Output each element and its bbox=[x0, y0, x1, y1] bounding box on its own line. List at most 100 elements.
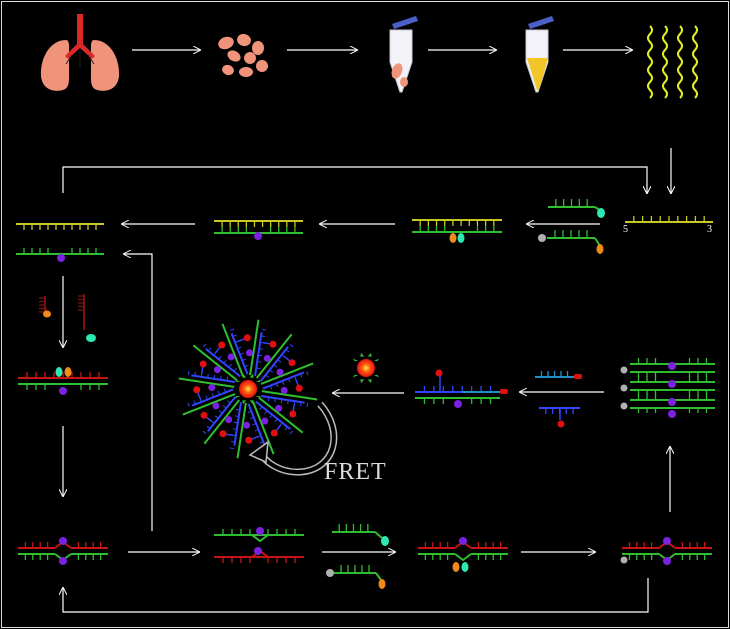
rna-strand bbox=[677, 25, 683, 99]
ligand-spike bbox=[242, 400, 247, 405]
aqua-fluorophore bbox=[461, 562, 469, 572]
arm-blue bbox=[205, 348, 241, 378]
red-dye bbox=[199, 360, 207, 368]
purple-nucleotide bbox=[668, 410, 676, 418]
grey-cap bbox=[538, 234, 546, 242]
red-dye bbox=[435, 369, 443, 377]
dye-stem bbox=[251, 435, 259, 440]
arm-blue bbox=[230, 332, 249, 375]
aqua-fluorophore bbox=[86, 334, 96, 342]
tissue-fragment bbox=[252, 41, 264, 55]
arm-tick bbox=[274, 418, 278, 423]
purple-nucleotide bbox=[213, 366, 221, 374]
purple-nucleotide bbox=[59, 387, 67, 395]
quantum-dot-icon bbox=[353, 352, 379, 384]
purple-nucleotide bbox=[256, 527, 264, 535]
grey-cap bbox=[620, 556, 628, 564]
dye-stem bbox=[205, 416, 213, 423]
aqua-fluorophore bbox=[597, 208, 605, 218]
arm-tick bbox=[234, 415, 239, 417]
arm-tick bbox=[264, 410, 268, 415]
grey-cap bbox=[620, 402, 628, 410]
arm-blue bbox=[254, 332, 263, 377]
purple-nucleotide bbox=[280, 386, 288, 394]
bronchi bbox=[65, 48, 95, 68]
arm-tick bbox=[206, 425, 211, 429]
fret-nanoassembly-icon bbox=[178, 319, 318, 459]
lysate-tube-icon bbox=[525, 16, 554, 93]
hybridised-complex bbox=[412, 219, 502, 243]
ligand-spike bbox=[373, 358, 379, 361]
ligand-spike bbox=[353, 358, 359, 361]
trachea bbox=[65, 14, 95, 59]
ligand-spike bbox=[255, 379, 261, 382]
purple-nucleotide bbox=[208, 384, 216, 392]
probe-pair bbox=[538, 199, 605, 254]
signal-duplex bbox=[415, 369, 508, 408]
tube-cap bbox=[528, 16, 554, 29]
grey-cap bbox=[620, 366, 628, 374]
arm-tick bbox=[242, 358, 247, 362]
aqua-fluorophore bbox=[381, 536, 389, 546]
ligand-spike bbox=[235, 396, 241, 399]
bottom-duplex-1 bbox=[18, 537, 108, 565]
purple-nucleotide bbox=[668, 362, 676, 370]
arm-blue bbox=[191, 388, 234, 407]
purple-nucleotide bbox=[459, 537, 467, 545]
arm-tick bbox=[208, 347, 212, 352]
tissue-fragment bbox=[256, 60, 268, 72]
tissue-tube-icon bbox=[389, 16, 418, 93]
arm-green bbox=[252, 401, 275, 455]
purple-nucleotide bbox=[263, 354, 271, 362]
arm-tick bbox=[207, 373, 209, 378]
bottom-duplex-2 bbox=[418, 537, 508, 572]
purple-nucleotide bbox=[243, 421, 251, 429]
red-dye bbox=[270, 429, 278, 437]
arm-tick bbox=[228, 363, 232, 368]
purple-nucleotide bbox=[212, 402, 220, 410]
arm-tick bbox=[194, 371, 196, 376]
arm-tick bbox=[265, 374, 270, 378]
arm-green bbox=[255, 333, 293, 379]
purple-nucleotide bbox=[275, 404, 283, 412]
arm-tick bbox=[233, 421, 238, 424]
bulge-bottom bbox=[454, 553, 472, 562]
arm-tick bbox=[213, 374, 216, 379]
purple-nucleotide bbox=[227, 353, 235, 361]
fret-arrow-inner bbox=[258, 402, 336, 475]
orange-fluorophore bbox=[596, 244, 604, 254]
arm-green bbox=[178, 377, 235, 388]
arm-tick bbox=[256, 367, 261, 370]
central-quantum-dot bbox=[235, 373, 261, 405]
arm-tick bbox=[287, 378, 291, 383]
released-duplex bbox=[16, 223, 104, 262]
tissue-fragment bbox=[227, 50, 241, 62]
arm-blue bbox=[233, 401, 242, 446]
orange-fluorophore bbox=[64, 367, 72, 377]
arm-tick bbox=[233, 367, 237, 372]
arm-tick bbox=[218, 410, 223, 414]
arm-tick bbox=[306, 402, 309, 408]
arm-tick bbox=[300, 402, 302, 407]
arm-blue bbox=[191, 374, 236, 383]
arm-tick bbox=[284, 426, 288, 431]
fret-label: FRET bbox=[324, 459, 387, 485]
ligand-spike bbox=[373, 375, 379, 378]
purple-nucleotide bbox=[261, 417, 269, 425]
tissue-fragments-icon bbox=[218, 33, 268, 77]
arm-tick bbox=[217, 390, 221, 395]
arm-tick bbox=[232, 334, 237, 337]
arm-tick bbox=[261, 328, 267, 331]
arm-tick bbox=[229, 447, 235, 450]
arm-tick bbox=[289, 344, 294, 348]
arm-tick bbox=[214, 415, 219, 419]
ligand-spike bbox=[235, 379, 241, 382]
red-dye bbox=[193, 386, 201, 394]
flow-arrows bbox=[63, 50, 671, 613]
arm-tick bbox=[226, 376, 229, 381]
target-rna-strand bbox=[625, 216, 713, 223]
arm-tick bbox=[205, 395, 209, 400]
red-dye bbox=[245, 436, 253, 444]
tube-tissue bbox=[400, 77, 408, 87]
